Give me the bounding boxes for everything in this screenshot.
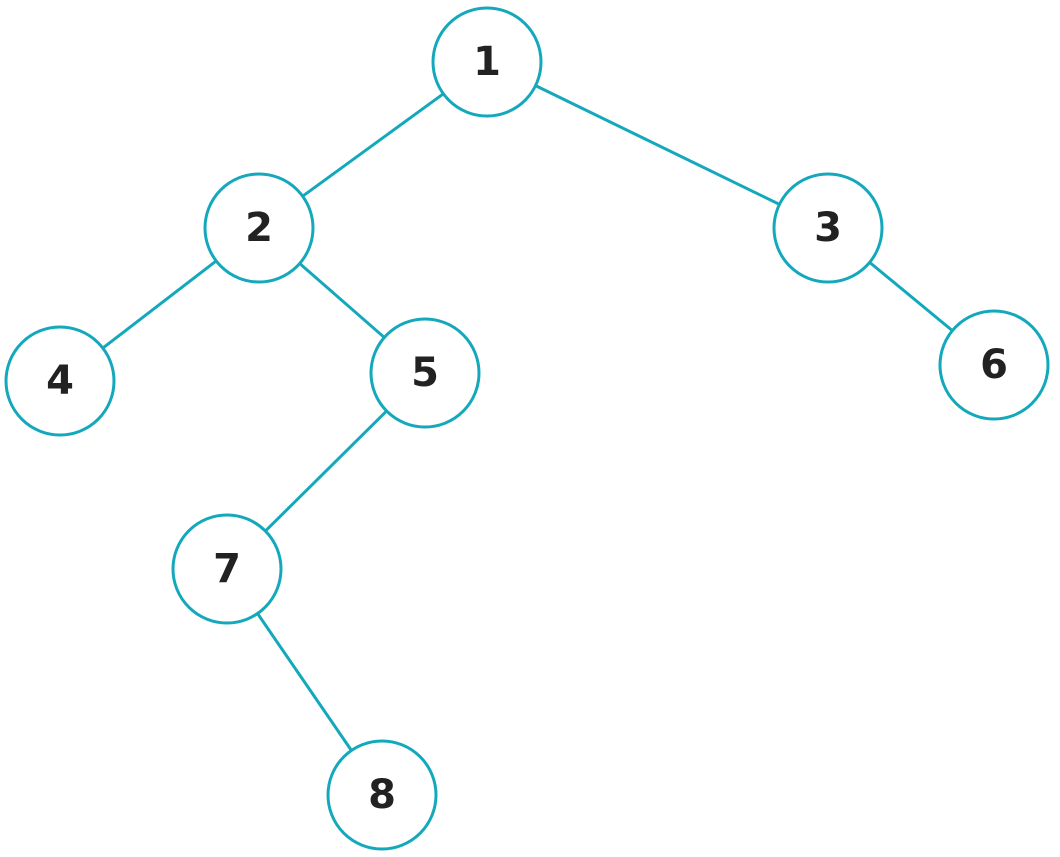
edge-n1-n2: [301, 92, 445, 198]
node-label: 1: [473, 39, 501, 85]
tree-node-4: 4: [4, 325, 116, 437]
node-label: 3: [814, 205, 842, 251]
edge-n2-n4: [101, 259, 218, 350]
tree-node-3: 3: [772, 172, 884, 284]
node-label: 7: [213, 546, 241, 592]
tree-node-6: 6: [938, 309, 1050, 421]
node-label: 2: [245, 205, 273, 251]
node-circle: [326, 739, 438, 851]
node-label: 5: [411, 350, 439, 396]
node-circle: [171, 513, 283, 625]
node-circle: [203, 172, 315, 284]
tree-node-5: 5: [369, 317, 481, 429]
node-circle: [369, 317, 481, 429]
tree-node-1: 1: [431, 6, 543, 118]
node-circle: [772, 172, 884, 284]
node-label: 4: [46, 358, 74, 404]
node-circle: [431, 6, 543, 118]
node-label: 6: [980, 342, 1008, 388]
tree-node-8: 8: [326, 739, 438, 851]
node-circle: [4, 325, 116, 437]
tree-edges: [101, 84, 954, 752]
node-circle: [938, 309, 1050, 421]
tree-nodes: 1 2 3 4 5 6 7 8: [4, 6, 1050, 851]
node-label: 8: [368, 772, 396, 818]
edge-n1-n3: [534, 84, 781, 206]
edge-n2-n5: [298, 262, 386, 339]
edge-n7-n8: [256, 612, 353, 752]
edge-n5-n7: [263, 409, 389, 533]
tree-node-2: 2: [203, 172, 315, 284]
tree-node-7: 7: [171, 513, 283, 625]
edge-n3-n6: [868, 260, 954, 333]
